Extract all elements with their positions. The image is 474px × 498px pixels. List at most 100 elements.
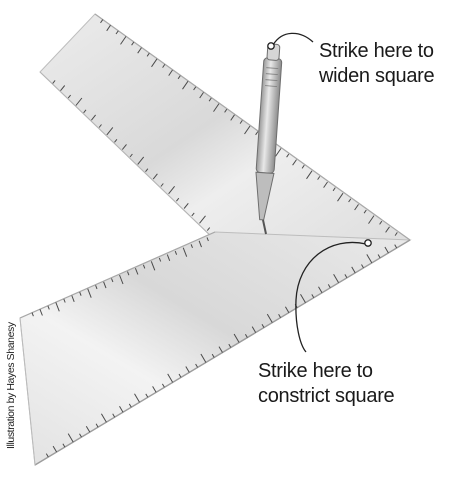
graduation-tick <box>233 333 240 343</box>
graduation-tick <box>168 185 175 195</box>
graduation-tick <box>182 80 189 90</box>
graduation-tick <box>206 237 209 242</box>
graduation-tick <box>119 274 124 285</box>
graduation-tick <box>52 80 56 84</box>
graduation-tick <box>145 168 149 173</box>
graduation-tick <box>379 220 383 225</box>
graduation-tick <box>199 215 206 224</box>
graduation-tick <box>213 103 220 112</box>
graduation-tick <box>137 156 145 165</box>
graduation-tick <box>178 373 182 378</box>
graduation-tick <box>114 138 118 143</box>
graduation-tick <box>120 36 127 45</box>
graduation-tick <box>121 144 127 150</box>
graduation-tick <box>244 125 251 135</box>
graduation-tick <box>318 286 323 294</box>
graduation-marks <box>31 19 398 458</box>
graduation-tick <box>176 197 180 202</box>
graduation-tick <box>134 393 140 403</box>
graduation-tick <box>85 425 91 433</box>
graduation-tick <box>200 353 207 363</box>
graduation-tick <box>206 227 211 231</box>
graduation-tick <box>146 52 150 57</box>
graduation-tick <box>83 109 87 114</box>
constrict-leader <box>295 239 372 353</box>
graduation-tick <box>385 226 390 233</box>
graduation-tick <box>106 127 114 136</box>
graduation-tick <box>67 94 71 99</box>
graduation-tick <box>218 346 223 353</box>
graduation-tick <box>115 30 119 35</box>
graduation-tick <box>239 120 243 124</box>
graduation-tick <box>87 288 92 298</box>
graduation-tick <box>351 266 356 274</box>
graduation-tick <box>327 284 331 289</box>
graduation-tick <box>361 264 364 269</box>
graduation-tick <box>354 204 359 211</box>
graduation-tick <box>337 192 344 202</box>
graduation-tick <box>191 212 195 217</box>
graduation-tick <box>190 244 193 248</box>
graduation-tick <box>137 47 142 54</box>
graduation-tick <box>292 159 297 166</box>
graduation-tick <box>134 268 139 275</box>
square-blade <box>19 231 412 466</box>
graduation-tick <box>106 24 111 32</box>
graduation-tick <box>278 314 282 318</box>
graduation-tick <box>306 170 313 180</box>
graduation-tick <box>198 240 202 248</box>
graduation-tick <box>208 97 212 102</box>
graduation-tick <box>79 433 82 438</box>
graduation-tick <box>145 393 149 398</box>
graduation-tick <box>251 326 257 333</box>
widen-callout-line2: widen square <box>319 65 435 87</box>
graduation-tick <box>366 254 373 264</box>
graduation-tick <box>199 92 204 99</box>
illustration-credit: Illustration by Hayes Shanesy <box>5 322 17 449</box>
graduation-tick <box>100 413 107 423</box>
constrict-callout-line2: constrict square <box>258 385 395 407</box>
graduation-tick <box>60 85 66 92</box>
widen-leader <box>267 32 314 50</box>
graduation-tick <box>131 41 135 46</box>
graduation-tick <box>103 281 107 289</box>
graduation-tick <box>286 153 290 158</box>
graduation-tick <box>71 295 75 302</box>
widen-callout-line1: Strike here to <box>319 40 434 62</box>
graduation-tick <box>63 298 66 303</box>
graduation-tick <box>301 164 305 169</box>
graduation-tick <box>266 313 273 323</box>
graduation-tick <box>167 373 174 383</box>
graduation-tick <box>158 257 162 262</box>
graduation-tick <box>152 386 157 393</box>
graduation-tick <box>195 363 199 368</box>
graduation-tick <box>67 433 74 443</box>
graduation-tick <box>62 443 66 448</box>
graduation-tick <box>79 291 82 296</box>
graduation-tick <box>255 131 259 136</box>
constrict-callout-line1: Strike here to <box>258 360 373 382</box>
graduation-tick <box>129 153 133 158</box>
graduation-tick <box>193 86 197 91</box>
graduation-tick <box>333 274 340 284</box>
graduation-tick <box>348 198 352 203</box>
graduation-tick <box>161 383 165 388</box>
graduation-tick <box>111 278 114 283</box>
graduation-tick <box>45 453 49 458</box>
widen-callout: Strike here to widen square <box>319 39 435 89</box>
graduation-tick <box>177 75 181 80</box>
graduation-tick <box>168 69 173 76</box>
graduation-tick <box>183 202 189 209</box>
graduation-tick <box>128 403 132 408</box>
strike-point-marker <box>364 239 372 247</box>
graduation-tick <box>182 247 188 257</box>
graduation-tick <box>332 187 336 192</box>
graduation-tick <box>261 323 265 328</box>
strike-point-marker <box>267 42 275 50</box>
graduation-tick <box>31 312 34 317</box>
graduation-tick <box>166 254 171 261</box>
graduation-tick <box>185 366 190 373</box>
graduation-tick <box>112 413 116 418</box>
graduation-tick <box>47 305 50 310</box>
graduation-tick <box>75 97 83 106</box>
